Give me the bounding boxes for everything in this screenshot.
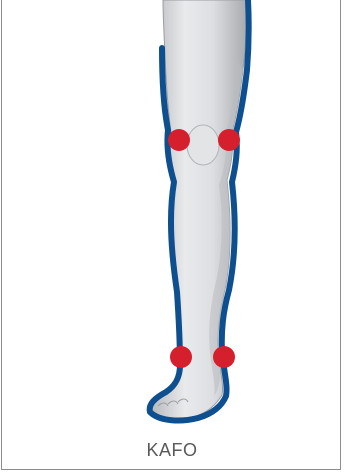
figure-caption: KAFO [0,440,344,461]
knee-cap [187,125,219,165]
ankle-marker-left [170,346,192,368]
knee-marker-left [168,129,190,151]
ankle-marker-right [213,346,235,368]
knee-marker-right [218,129,240,151]
